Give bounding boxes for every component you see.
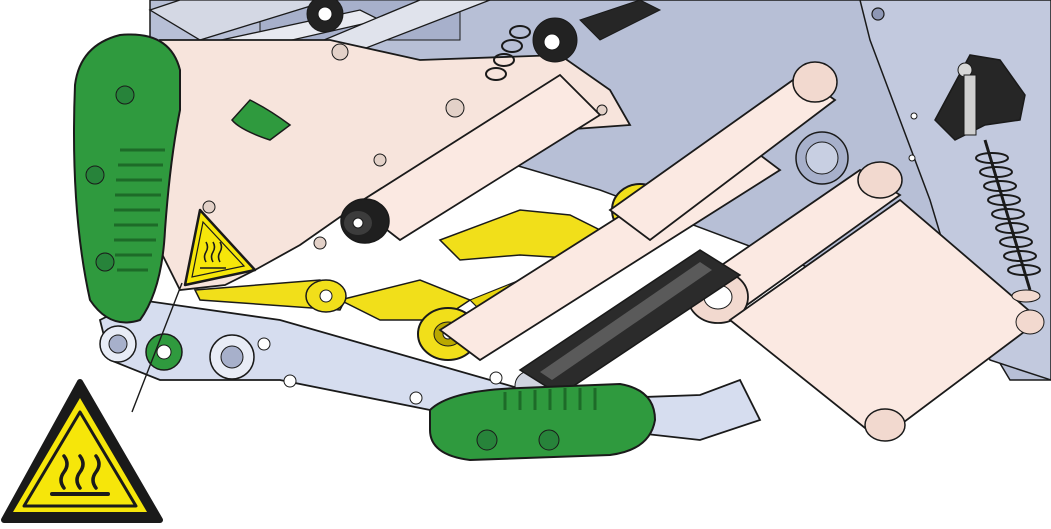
hot-surface-sticker xyxy=(183,208,257,287)
spring-tensioner xyxy=(934,54,1041,303)
callout-leader-line xyxy=(131,282,183,413)
green-lever-upper xyxy=(73,33,183,371)
hot-surface-icon xyxy=(1,379,163,523)
green-lever-lower xyxy=(429,382,657,462)
top-pinch-rollers xyxy=(231,0,662,141)
rollers xyxy=(340,61,1045,442)
